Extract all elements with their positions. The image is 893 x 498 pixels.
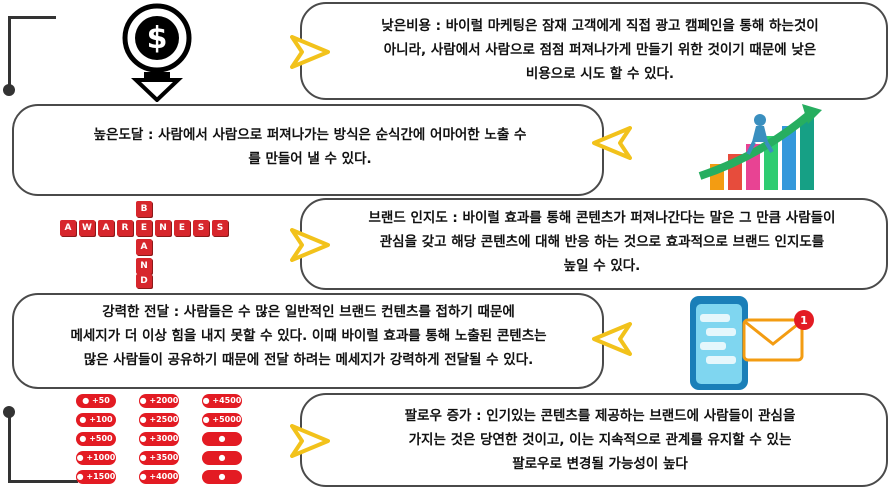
text-line: 많은 사람들이 공유하기 때문에 전달 하려는 메세지가 강력하게 전달될 수 … xyxy=(83,352,534,368)
chevron-shape xyxy=(290,424,330,458)
letter-tile: E xyxy=(136,220,152,236)
user-icon: ● xyxy=(218,453,226,462)
letter-tile: R xyxy=(117,220,133,236)
growth-graphic xyxy=(698,104,822,190)
follower-increase-text: 팔로우 증가 : 인기있는 콘텐츠를 제공하는 브랜드에 사람들이 관심을 가지… xyxy=(330,404,870,476)
high-reach-text: 높은도달 : 사람에서 사람으로 퍼져나가는 방식은 순식간에 어마어한 노출 … xyxy=(30,123,590,171)
strong-delivery-text: 강력한 전달 : 사람들은 수 많은 일반적인 브랜드 컨텐츠를 접하기 때문에… xyxy=(26,300,591,372)
awareness-tiles-icon: A W A R E N E S S B A N D xyxy=(60,198,260,290)
letter-tile: D xyxy=(136,274,152,288)
timeline-knob xyxy=(3,84,15,96)
follower-badges-grid: ● +50 ● +2000 ● +4500 ● +100 ● +2500 ● +… xyxy=(76,394,246,495)
chevron-arrow-icon xyxy=(592,126,632,160)
dollar-sign: $ xyxy=(147,21,168,56)
timeline-rail-top xyxy=(8,18,11,90)
chevron-shape xyxy=(592,322,632,356)
follower-badge: ● +50000 xyxy=(202,470,242,495)
letter-tile: N xyxy=(136,258,152,274)
follower-badge: ● +5000 xyxy=(202,413,242,427)
letter-tile: N xyxy=(155,220,171,236)
user-icon: ● xyxy=(82,396,90,405)
follower-badge: ● +1500 xyxy=(76,470,116,484)
letter-tile: B xyxy=(136,201,152,217)
user-icon: ● xyxy=(79,415,87,424)
follower-increase-bubble xyxy=(300,393,888,487)
follower-badge: ● +3000 xyxy=(139,432,179,446)
user-icon: ● xyxy=(218,472,226,481)
follower-badge: ● +2500 xyxy=(139,413,179,427)
phone-message-icon: 1 xyxy=(672,290,832,392)
follower-badge: ● +4000 xyxy=(139,470,179,484)
letter-tile: A xyxy=(60,220,76,236)
letter-tile: S xyxy=(193,220,209,236)
follower-badge: ● +4500 xyxy=(202,394,242,408)
dollar-graphic: $ xyxy=(122,3,192,103)
letter-tile: E xyxy=(174,220,190,236)
follower-badge: ● +2000 xyxy=(139,394,179,408)
chevron-shape xyxy=(592,126,632,160)
user-icon: ● xyxy=(76,453,84,462)
text-line: 가지는 것은 당연한 것이고, 이는 지속적으로 관계를 유지할 수 있는 xyxy=(408,432,792,448)
timeline-connector xyxy=(8,480,78,483)
follower-badge: ● +3500 xyxy=(139,451,179,465)
text-line: 를 만들어 낼 수 있다. xyxy=(248,151,372,167)
chevron-shape xyxy=(290,35,330,69)
text-line: 높은도달 : 사람에서 사람으로 퍼져나가는 방식은 순식간에 어마어한 노출 … xyxy=(93,127,527,143)
user-icon: ● xyxy=(202,396,210,405)
user-icon: ● xyxy=(79,434,87,443)
follower-badge: ● +100 xyxy=(76,413,116,427)
text-line: 강력한 전달 : 사람들은 수 많은 일반적인 브랜드 컨텐츠를 접하기 때문에 xyxy=(102,304,515,320)
text-line: 높일 수 있다. xyxy=(563,258,641,274)
dollar-icon: $ xyxy=(102,2,202,103)
user-icon: ● xyxy=(139,434,147,443)
chevron-arrow-icon xyxy=(592,322,632,356)
text-line: 관심을 갖고 해당 콘텐츠에 대해 반응 하는 것으로 효과적으로 브랜드 인지… xyxy=(379,234,825,250)
text-line: 비용으로 시도 할 수 있다. xyxy=(525,66,675,82)
follower-badge: ● +20000 xyxy=(202,451,242,476)
timeline-connector xyxy=(8,16,56,19)
timeline-knob xyxy=(3,406,15,418)
chevron-shape xyxy=(290,228,330,262)
phone-graphic: 1 xyxy=(690,296,814,390)
text-line: 브랜드 인지도 : 바이럴 효과를 통해 콘텐츠가 퍼져나간다는 말은 그 만큼… xyxy=(368,210,836,226)
text-line: 팔로우로 변경될 가능성이 높다 xyxy=(512,456,688,472)
user-icon: ● xyxy=(139,472,147,481)
user-icon: ● xyxy=(139,453,147,462)
follower-badge: ● +500 xyxy=(76,432,116,446)
text-line: 낮은비용 : 바이럴 마케팅은 잠재 고객에게 직접 광고 캠페인을 통해 하는… xyxy=(381,18,819,34)
timeline-rail-bottom xyxy=(8,412,11,482)
chevron-arrow-icon xyxy=(290,35,330,69)
follower-badge: ● +10000 xyxy=(202,432,242,457)
follower-badge: ● +1000 xyxy=(76,451,116,465)
strong-delivery-bubble xyxy=(12,293,604,389)
brand-awareness-text: 브랜드 인지도 : 바이럴 효과를 통해 콘텐츠가 퍼져나간다는 말은 그 만큼… xyxy=(332,206,872,278)
text-line: 메세지가 더 이상 힘을 내지 못할 수 있다. 이때 바이럴 효과를 통해 노… xyxy=(70,328,547,344)
text-line: 팔로우 증가 : 인기있는 콘텐츠를 제공하는 브랜드에 사람들이 관심을 xyxy=(404,408,796,424)
letter-tile: W xyxy=(79,220,95,236)
high-reach-bubble xyxy=(12,104,604,196)
letter-tile: S xyxy=(212,220,228,236)
low-cost-text: 낮은비용 : 바이럴 마케팅은 잠재 고객에게 직접 광고 캠페인을 통해 하는… xyxy=(330,14,870,86)
letter-tile: A xyxy=(136,239,152,255)
user-icon: ● xyxy=(202,415,210,424)
user-icon: ● xyxy=(76,472,84,481)
brand-awareness-bubble xyxy=(300,198,888,290)
low-cost-bubble xyxy=(300,2,888,100)
chevron-arrow-icon xyxy=(290,228,330,262)
notification-count: 1 xyxy=(800,314,808,327)
follower-badge: ● +50 xyxy=(76,394,116,408)
user-icon: ● xyxy=(139,396,147,405)
user-icon: ● xyxy=(139,415,147,424)
growth-chart-icon xyxy=(690,96,840,196)
chevron-arrow-icon xyxy=(290,424,330,458)
text-line: 아니라, 사람에서 사람으로 점점 퍼져나가게 만들기 위한 것이기 때문에 낮… xyxy=(383,42,817,58)
letter-tile: A xyxy=(98,220,114,236)
user-icon: ● xyxy=(218,434,226,443)
